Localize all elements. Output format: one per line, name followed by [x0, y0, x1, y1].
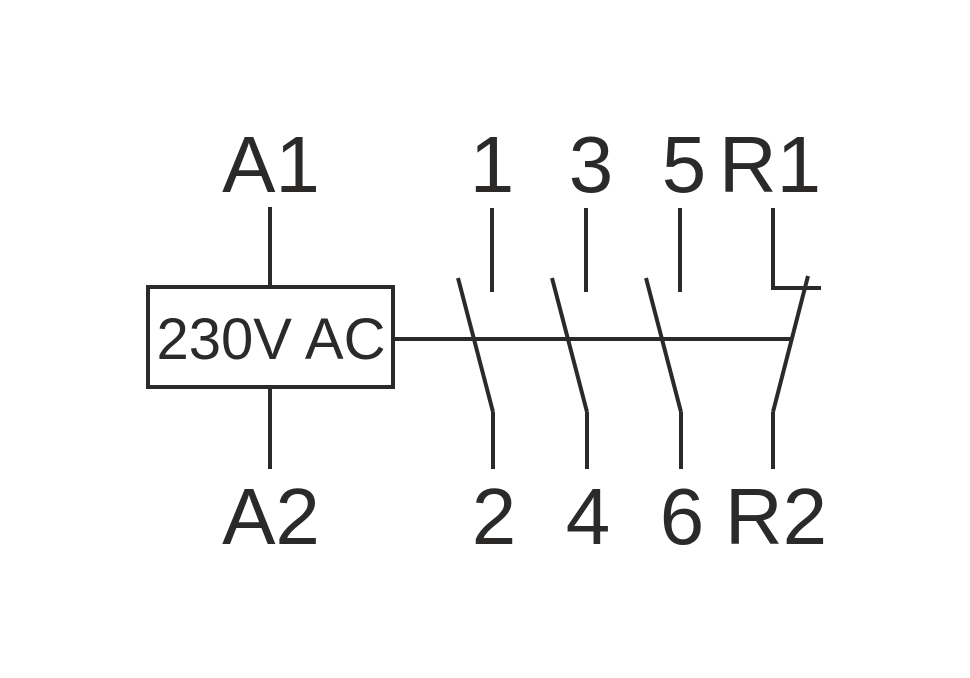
coil-voltage-label: 230V AC — [157, 307, 386, 372]
terminal-label-1: 1 — [470, 120, 515, 209]
contact-r-blade — [771, 275, 810, 413]
terminal-label-2: 2 — [472, 472, 517, 561]
contact-pole-r — [771, 208, 821, 469]
terminal-label-5: 5 — [662, 120, 707, 209]
contact-pole-3 — [644, 208, 683, 469]
contact-r-top-lead-seat — [771, 208, 821, 290]
terminal-label-4: 4 — [566, 472, 611, 561]
terminal-label-6: 6 — [660, 472, 705, 561]
contact-3-blade — [644, 277, 683, 413]
contact-pole-2 — [550, 208, 589, 469]
terminal-label-r2: R2 — [725, 472, 827, 561]
labels: 230V AC A1 A2 1 2 3 4 5 6 R1 R2 — [157, 120, 828, 561]
terminal-label-a2: A2 — [222, 472, 320, 561]
contact-1-blade — [456, 277, 495, 413]
contact-pole-1 — [456, 208, 495, 469]
wires — [146, 207, 821, 469]
terminal-label-a1: A1 — [222, 120, 320, 209]
terminal-label-3: 3 — [569, 120, 614, 209]
terminal-label-r1: R1 — [719, 120, 821, 209]
contact-2-blade — [550, 277, 589, 413]
